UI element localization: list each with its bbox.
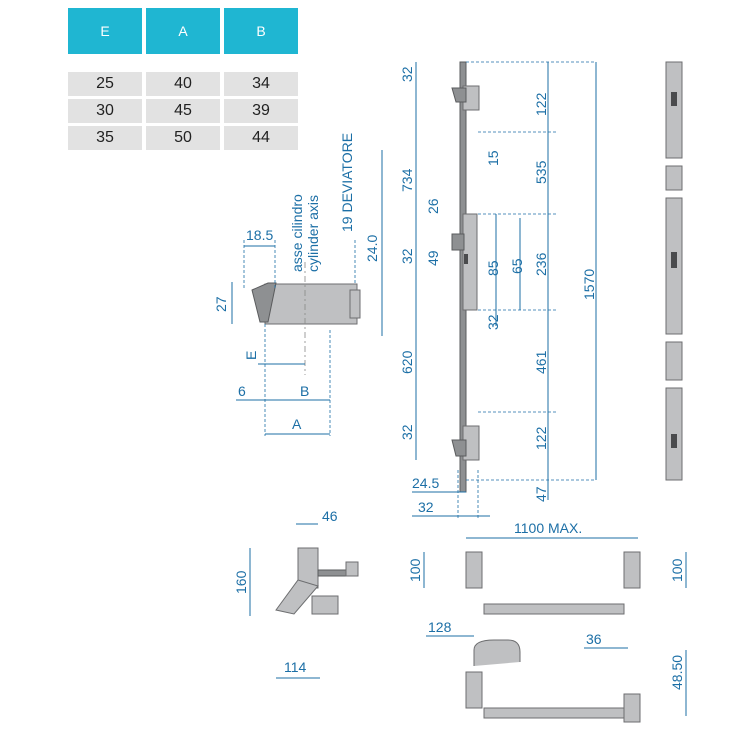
multipoint-lock-front-view: 32 734 32 620 32 26 49 15 85 65 32 122 5… bbox=[399, 61, 597, 520]
table-row: 35 50 44 bbox=[68, 126, 298, 153]
profile-segment bbox=[665, 61, 683, 159]
table-row: 25 40 34 bbox=[68, 72, 298, 99]
dim-32-top: 32 bbox=[399, 66, 415, 82]
dim-114: 114 bbox=[284, 659, 307, 675]
dim-48-50: 48.50 bbox=[669, 655, 685, 690]
cylinder-hole bbox=[464, 254, 468, 264]
table-header-row: E A B bbox=[68, 8, 298, 54]
dim-1100-max: 1100 MAX. bbox=[514, 520, 582, 536]
dim-a: A bbox=[292, 416, 302, 432]
dim-65: 65 bbox=[509, 258, 525, 274]
dim-26: 26 bbox=[425, 198, 441, 214]
dimension-table: E A B 25 40 34 30 45 39 35 50 44 bbox=[68, 8, 298, 153]
table-cell: 45 bbox=[146, 99, 220, 123]
bar-right-bracket bbox=[623, 551, 641, 589]
table-header-e: E bbox=[68, 8, 142, 54]
lock-body bbox=[264, 283, 358, 325]
table-header-a: A bbox=[146, 8, 220, 54]
top-bolt bbox=[451, 87, 467, 103]
panic-bar-front-view: 1100 MAX. 100 100 128 36 48.50 bbox=[407, 520, 687, 723]
dim-e: E bbox=[243, 351, 259, 360]
profile-segment bbox=[665, 165, 683, 191]
bar-spindle bbox=[317, 569, 349, 577]
dim-734: 734 bbox=[399, 168, 415, 192]
panic-bar-side-view: 46 160 114 bbox=[233, 508, 359, 679]
lock-section-view: 18.5 27 asse cilindro cylinder axis 19 D… bbox=[213, 133, 383, 436]
profile-segment bbox=[665, 341, 683, 381]
dim-535: 535 bbox=[533, 160, 549, 184]
bar-lower-bracket-right bbox=[623, 693, 641, 723]
bar-knob bbox=[345, 561, 359, 577]
dim-85: 85 bbox=[485, 260, 501, 276]
profile-slot bbox=[671, 434, 677, 448]
central-lock-case bbox=[462, 213, 478, 311]
dim-27: 27 bbox=[213, 296, 229, 312]
dim-100-left: 100 bbox=[407, 558, 423, 582]
dim-461: 461 bbox=[533, 350, 549, 374]
table-cell: 50 bbox=[146, 126, 220, 150]
dim-46: 46 bbox=[322, 508, 338, 524]
dim-24-0: 24.0 bbox=[364, 235, 380, 262]
dim-122-top: 122 bbox=[533, 92, 549, 116]
bar-handle bbox=[473, 639, 521, 666]
dim-122-bot: 122 bbox=[533, 426, 549, 450]
dim-620: 620 bbox=[399, 350, 415, 374]
profile-slot bbox=[671, 92, 677, 106]
central-latch bbox=[451, 233, 465, 251]
profile-slot bbox=[671, 252, 677, 268]
dim-18-5: 18.5 bbox=[246, 227, 273, 243]
dim-100-right: 100 bbox=[669, 558, 685, 582]
dim-47: 47 bbox=[533, 486, 549, 502]
dim-b: B bbox=[300, 383, 309, 399]
dim-6: 6 bbox=[238, 383, 246, 399]
table-cell: 39 bbox=[224, 99, 298, 123]
lock-latch bbox=[349, 289, 361, 319]
table-cell: 35 bbox=[68, 126, 142, 150]
table-cell: 44 bbox=[224, 126, 298, 150]
dim-36: 36 bbox=[586, 631, 602, 647]
dim-32-base: 32 bbox=[418, 499, 434, 515]
cylinder-axis-label-it: asse cilindro bbox=[289, 194, 305, 272]
bar-lower-bracket-left bbox=[465, 671, 483, 709]
lock-side-profile bbox=[665, 61, 683, 481]
dim-160: 160 bbox=[233, 570, 249, 594]
dim-32-mid: 32 bbox=[399, 248, 415, 264]
deviatore-label: 19 DEVIATORE bbox=[339, 133, 355, 232]
bar-lever bbox=[275, 579, 319, 615]
push-bar bbox=[483, 603, 625, 615]
dim-236: 236 bbox=[533, 252, 549, 276]
bar-left-bracket bbox=[465, 551, 483, 589]
bottom-bolt bbox=[451, 439, 467, 457]
bar-base bbox=[311, 595, 339, 615]
table-cell: 34 bbox=[224, 72, 298, 96]
dim-1570: 1570 bbox=[581, 269, 597, 300]
table-cell: 30 bbox=[68, 99, 142, 123]
faceplate-section bbox=[251, 282, 277, 323]
table-header-b: B bbox=[224, 8, 298, 54]
dim-32-bot: 32 bbox=[399, 424, 415, 440]
cylinder-axis-label-en: cylinder axis bbox=[305, 195, 321, 272]
dim-32-low: 32 bbox=[485, 314, 501, 330]
dim-128: 128 bbox=[428, 619, 452, 635]
push-bar-lower bbox=[483, 707, 625, 719]
table-cell: 25 bbox=[68, 72, 142, 96]
table-cell: 40 bbox=[146, 72, 220, 96]
dim-15: 15 bbox=[485, 150, 501, 166]
dim-49: 49 bbox=[425, 250, 441, 266]
table-row: 30 45 39 bbox=[68, 99, 298, 126]
dim-24-5: 24.5 bbox=[412, 475, 439, 491]
